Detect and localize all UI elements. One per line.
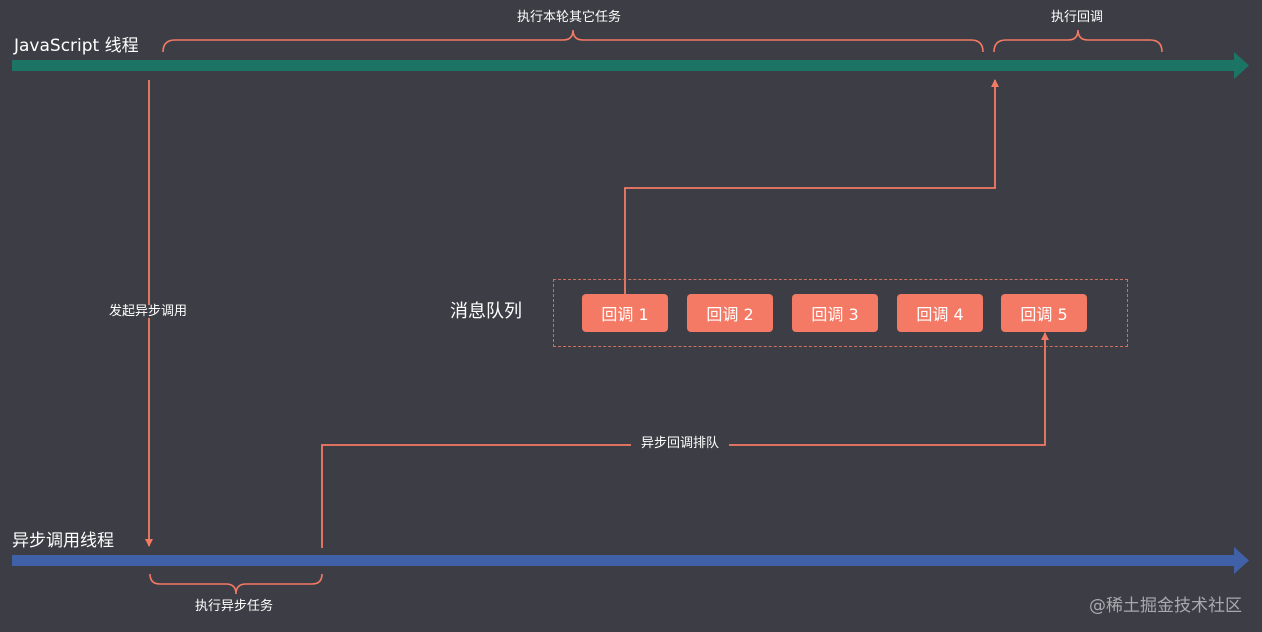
watermark: @稀土掘金技术社区 (1089, 596, 1242, 616)
js-thread-label: JavaScript 线程 (14, 36, 139, 56)
message-queue-box (553, 279, 1128, 347)
async-thread-timeline (12, 547, 1249, 574)
brace-async-exec-task (149, 573, 323, 595)
brace-js-exec-callback (993, 29, 1163, 53)
queue-callback-4: 回调 4 (897, 294, 983, 332)
brace-label-async-exec-task: 执行异步任务 (195, 599, 274, 614)
brace-label-js-exec-callback: 执行回调 (1051, 10, 1104, 25)
js-thread-timeline (12, 52, 1249, 79)
queue-callback-5: 回调 5 (1001, 294, 1087, 332)
brace-label-js-other-tasks: 执行本轮其它任务 (517, 10, 622, 25)
arrow-label-queue-callback: 异步回调排队 (631, 437, 730, 450)
arrow-label-initiate-async: 发起异步调用 (99, 305, 198, 318)
message-queue-title: 消息队列 (450, 301, 522, 322)
async-thread-label: 异步调用线程 (12, 531, 114, 551)
brace-js-other-tasks (162, 29, 984, 53)
arrow-callback-to-js (624, 79, 999, 294)
queue-callback-3: 回调 3 (792, 294, 878, 332)
queue-callback-1: 回调 1 (582, 294, 668, 332)
queue-callback-2: 回调 2 (687, 294, 773, 332)
